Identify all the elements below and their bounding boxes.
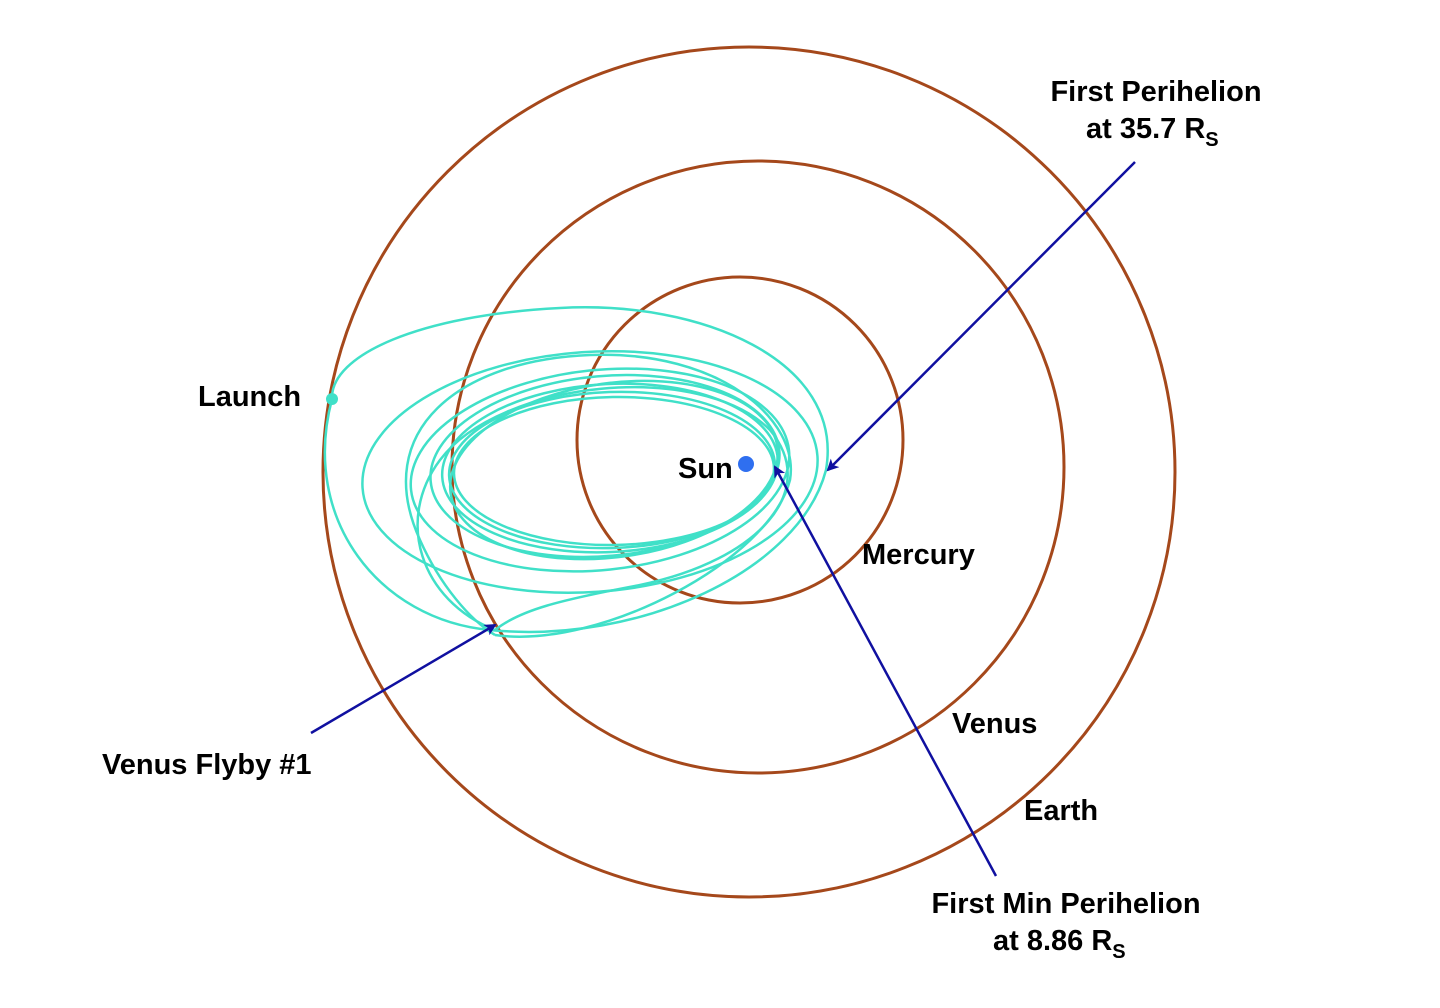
launch-label: Launch xyxy=(198,381,301,413)
venus-flyby-arrow xyxy=(310,623,497,735)
trajectory-loop-4 xyxy=(429,373,781,559)
sun-icon xyxy=(738,456,754,472)
mercury-orbit xyxy=(575,275,905,605)
trajectory-loop-10 xyxy=(404,353,793,638)
trajectory-loop-2 xyxy=(361,349,819,595)
first-min-perihelion-arrow xyxy=(773,465,998,877)
trajectory-loop-1 xyxy=(323,306,829,634)
first-perihelion-value: at 35.7 R xyxy=(1086,113,1205,145)
first-min-perihelion-label-line1: First Min Perihelion xyxy=(931,888,1200,920)
earth-orbit xyxy=(321,45,1177,899)
trajectory-loop-8 xyxy=(448,379,780,561)
first-perihelion-label-line1: First Perihelion xyxy=(1050,76,1261,108)
first-perihelion-subscript: S xyxy=(1205,129,1218,151)
earth-label: Earth xyxy=(1024,795,1098,827)
launch-point xyxy=(326,393,338,405)
first-perihelion-label-line2: at 35.7 RS xyxy=(1086,113,1219,151)
trajectory-loop-9 xyxy=(416,386,789,632)
first-perihelion-arrow xyxy=(826,161,1136,472)
sun-label: Sun xyxy=(678,453,733,485)
venus-orbit xyxy=(450,159,1066,775)
trajectory-loop-7 xyxy=(452,395,776,547)
probe-trajectory xyxy=(323,306,829,638)
venus-label: Venus xyxy=(952,708,1037,740)
first-min-perihelion-value: at 8.86 R xyxy=(993,925,1112,957)
venus-flyby-label: Venus Flyby #1 xyxy=(102,749,312,781)
first-min-perihelion-label-line2: at 8.86 RS xyxy=(993,925,1126,963)
first-min-perihelion-subscript: S xyxy=(1112,941,1125,963)
mercury-label: Mercury xyxy=(862,539,975,571)
